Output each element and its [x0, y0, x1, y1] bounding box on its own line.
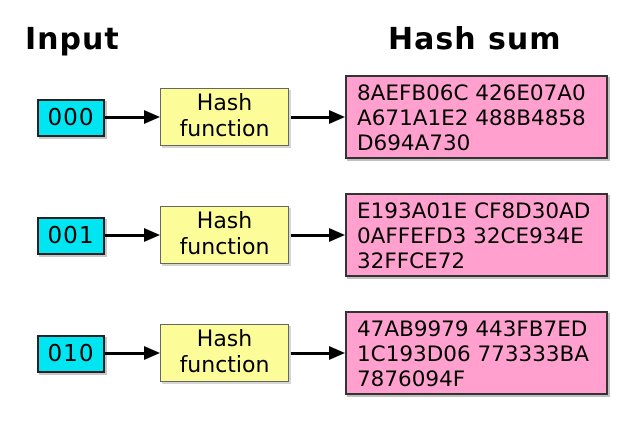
hash-row: 010 Hash function 47AB9979 443FB7ED 1C19…: [0, 311, 640, 401]
arrow-head-icon: [329, 110, 345, 124]
hash-sum-box: 8AEFB06C 426E07A0 A671A1E2 488B4858 D694…: [345, 75, 608, 159]
arrow-head-icon: [329, 346, 345, 360]
hash-sum-box: 47AB9979 443FB7ED 1C193D06 773333BA 7876…: [345, 311, 608, 395]
arrow-line: [105, 352, 145, 355]
arrow-line: [291, 116, 330, 119]
arrow-head-icon: [144, 346, 160, 360]
hash-sum-box: E193A01E CF8D30AD 0AFFEFD3 32CE934E 32FF…: [345, 193, 608, 277]
hash-sum-column-heading: Hash sum: [388, 22, 562, 57]
hash-function-box: Hash function: [160, 206, 289, 264]
input-value-box: 010: [37, 335, 105, 373]
arrow-line: [105, 116, 145, 119]
input-value-box: 001: [37, 217, 105, 255]
arrow-head-icon: [329, 228, 345, 242]
hash-function-box: Hash function: [160, 88, 289, 146]
input-value-box: 000: [37, 99, 105, 137]
arrow-head-icon: [144, 110, 160, 124]
input-column-heading: Input: [25, 22, 120, 57]
arrow-line: [291, 234, 330, 237]
arrow-head-icon: [144, 228, 160, 242]
arrow-line: [291, 352, 330, 355]
hash-row: 000 Hash function 8AEFB06C 426E07A0 A671…: [0, 75, 640, 165]
hash-row: 001 Hash function E193A01E CF8D30AD 0AFF…: [0, 193, 640, 283]
arrow-line: [105, 234, 145, 237]
hash-function-box: Hash function: [160, 324, 289, 382]
